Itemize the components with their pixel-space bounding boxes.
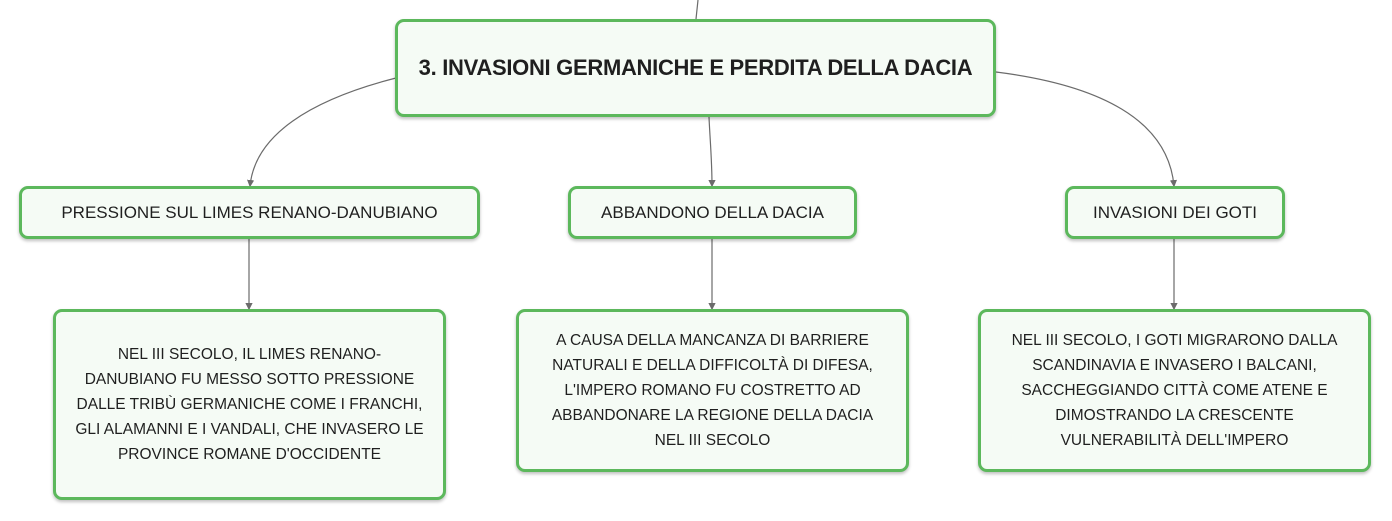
- topic-node-pressione-limes[interactable]: PRESSIONE SUL LIMES RENANO-DANUBIANO: [19, 186, 480, 239]
- topic-node-abbandono-dacia[interactable]: ABBANDONO DELLA DACIA: [568, 186, 857, 239]
- detail-line: NEL III SECOLO: [654, 432, 771, 449]
- detail-line: DANUBIANO FU MESSO SOTTO PRESSIONE: [84, 371, 415, 388]
- detail-line: NEL III SECOLO, IL LIMES RENANO-: [117, 346, 382, 363]
- detail-line: DALLE TRIBÙ GERMANICHE COME I FRANCHI,: [76, 396, 423, 413]
- detail-line: GLI ALAMANNI E I VANDALI, CHE INVASERO L…: [75, 421, 424, 438]
- detail-line: SACCHEGGIANDO CITTÀ COME ATENE E: [1021, 382, 1328, 399]
- topic-label: ABBANDONO DELLA DACIA: [601, 202, 824, 222]
- connector-root-to-branch-1: [247, 77, 397, 188]
- connector-root-to-branch-2: [708, 116, 716, 188]
- connector-root-to-branch-3: [995, 71, 1178, 188]
- detail-line: PROVINCE ROMANE D'OCCIDENTE: [117, 446, 382, 463]
- detail-line: NATURALI E DELLA DIFFICOLTÀ DI DIFESA,: [552, 357, 873, 374]
- root-node[interactable]: 3. INVASIONI GERMANICHE E PERDITA DELLA …: [395, 19, 996, 117]
- detail-node-invasioni-goti[interactable]: NEL III SECOLO, I GOTI MIGRARONO DALLA S…: [978, 309, 1371, 472]
- detail-line: DIMOSTRANDO LA CRESCENTE: [1055, 407, 1294, 424]
- connector-parent-to-root: [695, 0, 699, 20]
- topic-label: INVASIONI DEI GOTI: [1092, 202, 1258, 222]
- detail-line: NEL III SECOLO, I GOTI MIGRARONO DALLA: [1011, 332, 1338, 349]
- detail-line: ABBANDONARE LA REGIONE DELLA DACIA: [551, 407, 874, 424]
- detail-line: L'IMPERO ROMANO FU COSTRETTO AD: [564, 382, 861, 399]
- detail-line: VULNERABILITÀ DELL'IMPERO: [1060, 432, 1289, 449]
- detail-node-abbandono-dacia[interactable]: A CAUSA DELLA MANCANZA DI BARRIERE NATUR…: [516, 309, 909, 472]
- topic-label: PRESSIONE SUL LIMES RENANO-DANUBIANO: [61, 202, 438, 222]
- detail-node-pressione-limes[interactable]: NEL III SECOLO, IL LIMES RENANO- DANUBIA…: [53, 309, 446, 500]
- root-title: 3. INVASIONI GERMANICHE E PERDITA DELLA …: [418, 55, 973, 80]
- detail-line: A CAUSA DELLA MANCANZA DI BARRIERE: [556, 332, 869, 349]
- topic-node-invasioni-goti[interactable]: INVASIONI DEI GOTI: [1065, 186, 1285, 239]
- detail-line: SCANDINAVIA E INVASERO I BALCANI,: [1032, 357, 1317, 374]
